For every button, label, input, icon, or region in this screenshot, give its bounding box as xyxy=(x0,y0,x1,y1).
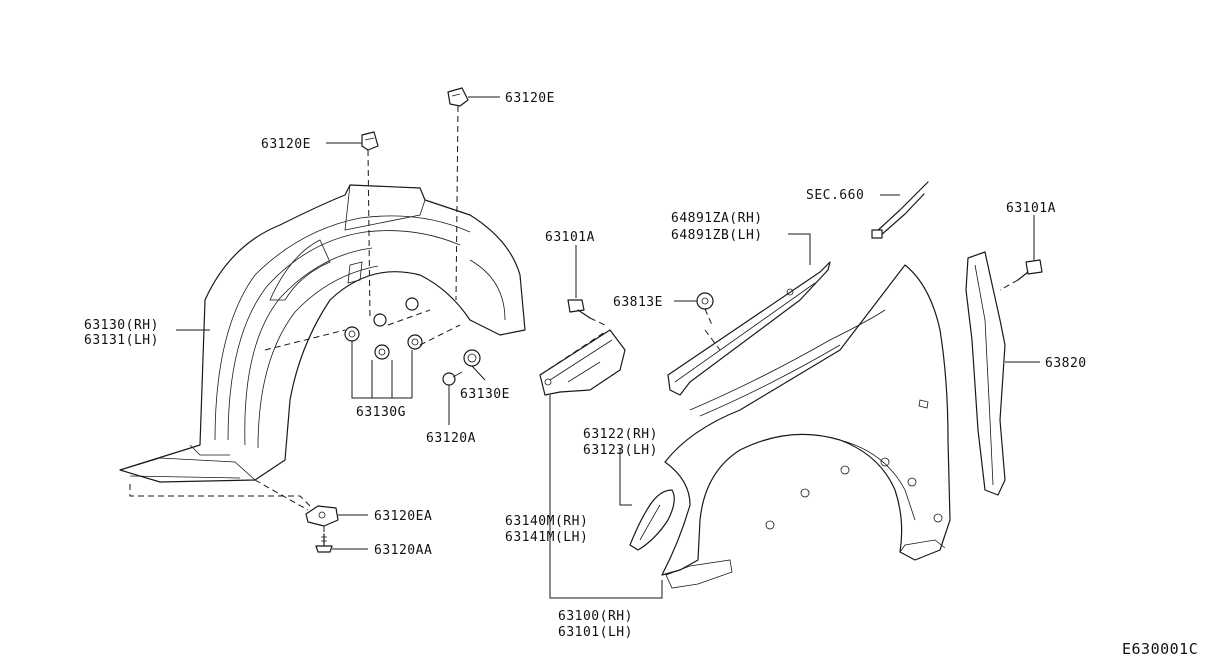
fastener-group-63130G xyxy=(344,297,423,360)
fender-seal-63820-drawing xyxy=(965,251,1006,496)
label-63122-rh: 63122(RH) xyxy=(583,427,658,442)
label-63120EA: 63120EA xyxy=(374,509,432,524)
side-trim-63122-drawing xyxy=(629,489,675,551)
label-63130E: 63130E xyxy=(460,387,510,402)
label-63141M-lh: 63141M(LH) xyxy=(505,530,588,545)
screw-63101A-right xyxy=(1017,259,1043,281)
label-sec660: SEC.660 xyxy=(806,188,864,203)
label-63100-rh: 63100(RH) xyxy=(558,609,633,624)
label-63130G: 63130G xyxy=(356,405,406,420)
label-63120E-left: 63120E xyxy=(261,137,311,152)
screw-63101A-mid xyxy=(567,299,591,319)
front-fender-drawing xyxy=(661,264,951,589)
label-63130-rh: 63130(RH) xyxy=(84,318,159,333)
label-63820: 63820 xyxy=(1045,356,1087,371)
fender-bracket-63140M-drawing xyxy=(539,329,626,396)
screw-63120A xyxy=(442,371,463,386)
clip-63813E xyxy=(696,292,714,310)
harness-sec660-drawing xyxy=(871,181,929,239)
leader-lines xyxy=(176,96,1040,599)
fender-molding-64891ZA-drawing xyxy=(667,261,831,396)
bolt-63120AA xyxy=(315,533,333,553)
fender-liner-drawing xyxy=(119,184,526,483)
diagram-code: E630001C xyxy=(1122,640,1198,658)
clip-63120E-top xyxy=(447,87,469,107)
label-63120A: 63120A xyxy=(426,431,476,446)
label-63813E: 63813E xyxy=(613,295,663,310)
grommet-63130E xyxy=(463,349,481,367)
label-64891ZA-rh: 64891ZA(RH) xyxy=(671,211,763,226)
label-63120AA: 63120AA xyxy=(374,543,432,558)
label-63101A-right: 63101A xyxy=(1006,201,1056,216)
label-64891ZB-lh: 64891ZB(LH) xyxy=(671,228,763,243)
label-63120E-top: 63120E xyxy=(505,91,555,106)
clip-63120EA xyxy=(305,505,339,527)
clip-63120E-left xyxy=(361,131,379,151)
label-63101A-mid: 63101A xyxy=(545,230,595,245)
label-63101-lh: 63101(LH) xyxy=(558,625,633,640)
assembly-dashed-lines xyxy=(129,105,1019,534)
label-63131-lh: 63131(LH) xyxy=(84,333,159,348)
label-63123-lh: 63123(LH) xyxy=(583,443,658,458)
label-63140M-rh: 63140M(RH) xyxy=(505,514,588,529)
